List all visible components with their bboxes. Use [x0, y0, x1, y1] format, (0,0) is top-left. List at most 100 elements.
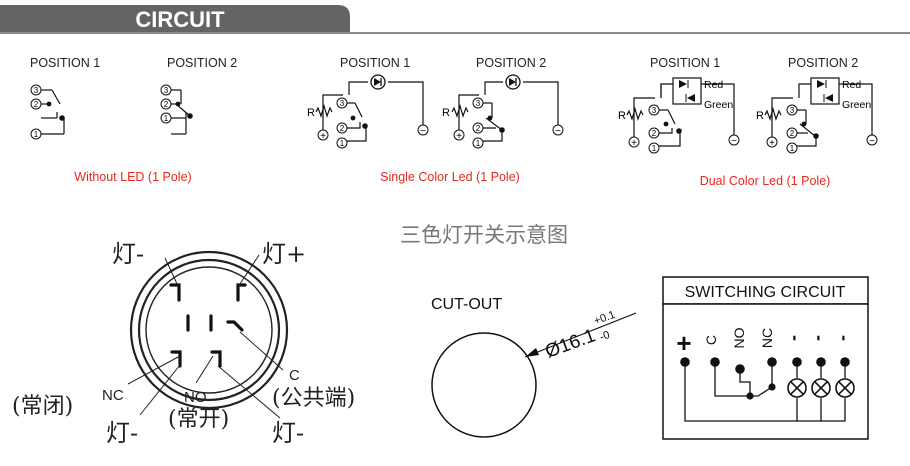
position-2-label: POSITION 2: [476, 56, 546, 70]
svg-text:−: −: [555, 126, 561, 137]
svg-text:3: 3: [790, 106, 795, 115]
caption-single-color-led: Single Color Led (1 Pole): [380, 170, 520, 184]
position-2-label: POSITION 2: [788, 56, 858, 70]
lamp-icon: [835, 378, 855, 398]
terminal-2: 2: [786, 127, 798, 139]
svg-text:1: 1: [790, 144, 795, 153]
terminal-1: 1: [336, 137, 348, 149]
terminal-1: 1: [160, 112, 172, 124]
terminal-label-nc: NC: [759, 328, 775, 348]
terminal-label-no: NO: [731, 327, 747, 348]
led-red-label: Red: [842, 79, 861, 91]
svg-text:2: 2: [790, 129, 795, 138]
svg-text:2: 2: [340, 124, 345, 133]
terminal-3: 3: [786, 104, 798, 116]
svg-text:2: 2: [476, 124, 481, 133]
terminal-label-minus-2: -: [807, 335, 827, 341]
svg-text:+: +: [320, 131, 326, 142]
cutout-tolerance-plus: +0.1: [592, 309, 617, 328]
svg-text:1: 1: [34, 130, 39, 139]
terminal-2: 2: [472, 122, 484, 134]
terminal-3: 3: [30, 84, 42, 96]
nc-cn-label: (常闭): [12, 394, 73, 419]
minus-terminal: −: [866, 134, 878, 147]
cutout-title: CUT-OUT: [431, 296, 502, 313]
terminal-3: 3: [648, 104, 660, 116]
plus-terminal: +: [628, 136, 640, 149]
svg-text:+: +: [769, 138, 775, 149]
diagram-without-led: POSITION 1 POSITION 2 3 2 1: [30, 56, 237, 184]
svg-text:−: −: [731, 136, 737, 147]
terminal-3: 3: [336, 97, 348, 109]
svg-text:1: 1: [476, 139, 481, 148]
cutout-diagram: CUT-OUT Ø16.1 +0.1 -0: [431, 296, 637, 438]
cutout-diameter: Ø16.1: [543, 325, 599, 362]
no-label: NO: [184, 389, 207, 406]
switching-circuit-title: SWITCHING CIRCUIT: [685, 284, 846, 301]
cutout-circle: [431, 332, 537, 438]
c-label: C: [289, 367, 300, 384]
minus-terminal: −: [552, 124, 564, 137]
position-1-label: POSITION 1: [30, 56, 100, 70]
terminal-1: 1: [30, 128, 42, 140]
svg-text:2: 2: [164, 100, 169, 109]
terminal-1: 1: [648, 142, 660, 154]
terminal-2: 2: [648, 127, 660, 139]
svg-text:1: 1: [340, 139, 345, 148]
caption-dual-color-led: Dual Color Led (1 Pole): [700, 174, 831, 188]
resistor-label: R: [756, 110, 764, 122]
no-cn-label: (常开): [168, 407, 229, 432]
header-title: CIRCUIT: [135, 7, 225, 32]
terminal-1: 1: [472, 137, 484, 149]
resistor-label: R: [442, 107, 450, 119]
tricolor-diagram-title: 三色灯开关示意图: [400, 223, 568, 247]
terminal-3: 3: [160, 84, 172, 96]
c-cn-label: (公共端): [272, 386, 355, 411]
svg-text:2: 2: [652, 129, 657, 138]
lamp-icon: [811, 378, 831, 398]
terminal-label-c: C: [703, 335, 719, 345]
plus-terminal: +: [766, 136, 778, 149]
terminal-label-minus-1: -: [783, 335, 803, 341]
terminal-2: 2: [30, 98, 42, 110]
terminal-3: 3: [472, 97, 484, 109]
lamp-icon: [787, 378, 807, 398]
terminal-label-minus-3: -: [832, 335, 852, 341]
plus-terminal: +: [317, 129, 329, 142]
svg-text:1: 1: [164, 114, 169, 123]
resistor-label: R: [307, 107, 315, 119]
resistor-label: R: [618, 110, 626, 122]
terminal-label-plus: +: [676, 328, 691, 358]
svg-text:2: 2: [34, 100, 39, 109]
diagram-single-color-led: POSITION 1 POSITION 2 R 3 2 1 + −: [307, 56, 564, 184]
terminal-2: 2: [160, 98, 172, 110]
nc-label: NC: [102, 387, 124, 404]
svg-text:3: 3: [652, 106, 657, 115]
svg-text:1: 1: [652, 144, 657, 153]
svg-text:3: 3: [34, 86, 39, 95]
header-bar: CIRCUIT: [0, 5, 910, 34]
lamp-minus-label-bottom-right: 灯-: [272, 419, 304, 447]
terminal-2: 2: [336, 122, 348, 134]
svg-text:+: +: [456, 131, 462, 142]
lamp-minus-label-bottom-left: 灯-: [106, 419, 138, 447]
svg-text:3: 3: [164, 86, 169, 95]
led-green-label: Green: [842, 99, 871, 111]
diagram-dual-color-led: POSITION 1 POSITION 2 Red Green R 3 2 1 …: [618, 56, 878, 188]
cutout-tolerance-minus: -0: [598, 329, 611, 344]
svg-text:−: −: [869, 136, 875, 147]
position-2-label: POSITION 2: [167, 56, 237, 70]
svg-text:−: −: [420, 126, 426, 137]
svg-text:+: +: [631, 138, 637, 149]
svg-text:3: 3: [340, 99, 345, 108]
minus-terminal: −: [728, 134, 740, 147]
connector-pinout: 灯- 灯+ (常闭) NC 灯- NO (常开) C (公共端) 灯-: [12, 240, 355, 447]
minus-terminal: −: [417, 124, 429, 137]
switching-circuit: SWITCHING CIRCUIT + C NO NC - - -: [662, 276, 869, 440]
position-1-label: POSITION 1: [650, 56, 720, 70]
lamp-plus-label: 灯+: [262, 240, 306, 268]
svg-text:3: 3: [476, 99, 481, 108]
led-red-label: Red: [704, 79, 723, 91]
terminal-1: 1: [786, 142, 798, 154]
